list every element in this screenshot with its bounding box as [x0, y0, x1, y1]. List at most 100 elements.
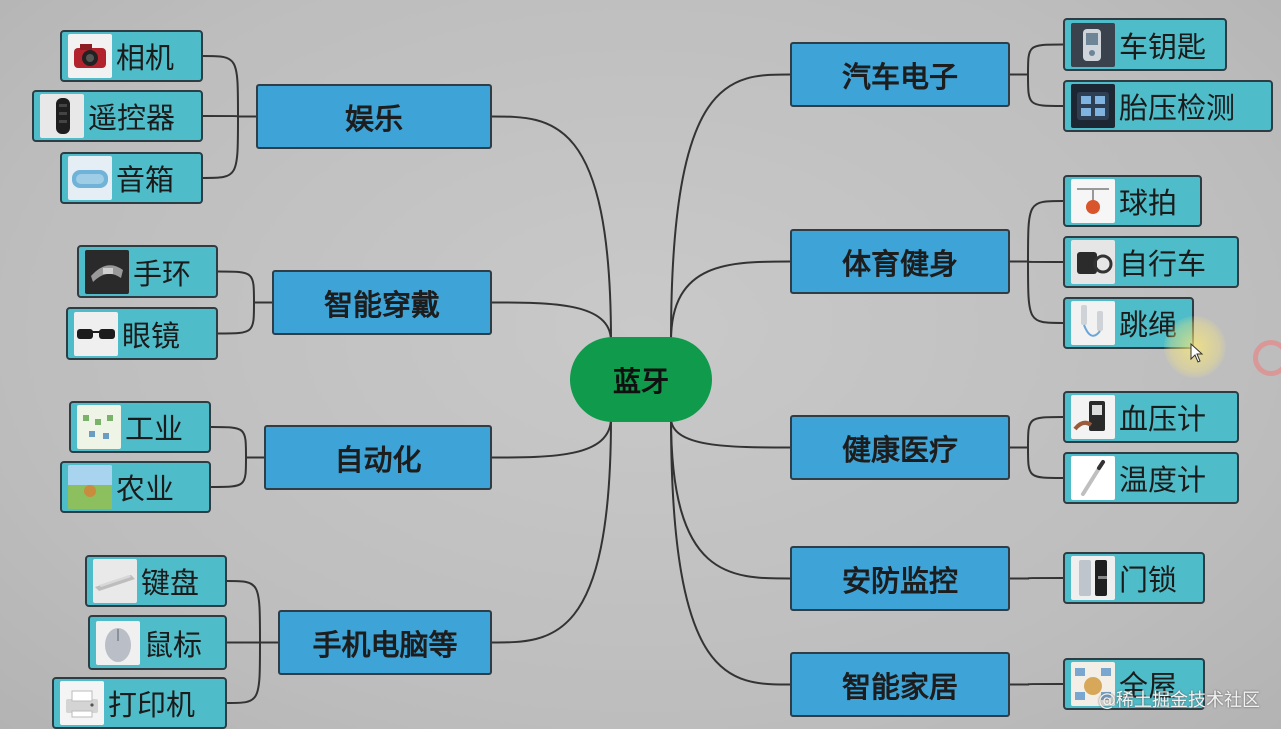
category-label: 安防监控 — [841, 563, 958, 598]
leaf-speaker[interactable]: 音箱 — [60, 152, 203, 204]
leaf-label: 车钥匙 — [1119, 29, 1207, 64]
connector-center-category — [491, 417, 612, 644]
leaf-wristband[interactable]: 手环 — [77, 245, 218, 298]
leaf-racket[interactable]: 球拍 — [1063, 175, 1202, 227]
leaf-industry[interactable]: 工业 — [69, 401, 211, 453]
connector-category-leaf — [1010, 43, 1064, 76]
connector-center-category — [491, 115, 612, 342]
jump-rope-icon — [1071, 301, 1115, 345]
leaf-label: 门锁 — [1119, 563, 1178, 597]
connector-category-leaf — [1010, 446, 1064, 479]
leaf-label: 工业 — [125, 412, 184, 446]
connector-category-leaf — [226, 580, 278, 644]
category-smart-home[interactable]: 智能家居 — [790, 652, 1010, 717]
whole-house-icon — [1071, 662, 1115, 706]
center-label: 蓝牙 — [612, 364, 669, 398]
leaf-thermometer[interactable]: 温度计 — [1063, 452, 1239, 504]
connector-category-leaf — [1010, 260, 1064, 324]
remote-control-icon — [40, 94, 84, 138]
category-label: 健康医疗 — [841, 432, 958, 467]
leaf-label: 球拍 — [1119, 186, 1178, 220]
blood-pressure-monitor-icon — [1071, 395, 1115, 439]
leaf-label: 农业 — [116, 472, 175, 506]
connector-category-leaf — [1010, 683, 1064, 686]
connector-category-leaf — [202, 115, 256, 179]
leaf-whole-house[interactable]: 全屋 — [1063, 658, 1205, 710]
watermark: @稀土掘金技术社区 — [1098, 690, 1260, 711]
leaf-label: 遥控器 — [88, 101, 176, 135]
category-automotive-electronics[interactable]: 汽车电子 — [790, 42, 1010, 107]
leaf-label: 温度计 — [1119, 463, 1207, 497]
leaf-camera[interactable]: 相机 — [60, 30, 203, 82]
category-smart-wearables[interactable]: 智能穿戴 — [272, 270, 492, 335]
glasses-icon — [74, 311, 118, 356]
connector-center-category — [670, 73, 791, 342]
leaf-label: 音箱 — [116, 163, 175, 197]
category-label: 手机电脑等 — [312, 627, 458, 662]
connector-category-leaf — [217, 301, 272, 335]
center-node-bluetooth[interactable]: 蓝牙 — [570, 337, 712, 422]
leaf-printer[interactable]: 打印机 — [52, 677, 227, 729]
car-key-icon — [1071, 22, 1115, 67]
connector-category-leaf — [217, 270, 272, 304]
leaf-label: 胎压检测 — [1119, 91, 1236, 125]
leaf-glasses[interactable]: 眼镜 — [66, 307, 218, 360]
bicycle-icon — [1071, 240, 1115, 284]
category-label: 智能家居 — [841, 669, 958, 704]
category-label: 智能穿戴 — [323, 287, 440, 322]
racket-icon — [1071, 179, 1115, 223]
category-sports-fitness[interactable]: 体育健身 — [790, 229, 1010, 294]
leaf-mouse[interactable]: 鼠标 — [88, 615, 227, 670]
leaf-bicycle[interactable]: 自行车 — [1063, 236, 1239, 288]
leaf-label: 全屋 — [1119, 669, 1178, 703]
connector-category-leaf — [1010, 200, 1064, 263]
connector-category-leaf — [1010, 577, 1064, 580]
category-automation[interactable]: 自动化 — [264, 425, 492, 490]
category-label: 娱乐 — [344, 101, 403, 136]
connector-category-leaf — [202, 55, 256, 118]
door-lock-icon — [1071, 556, 1115, 600]
leaf-agriculture[interactable]: 农业 — [60, 461, 211, 513]
speaker-icon — [68, 156, 112, 200]
leaf-label: 自行车 — [1119, 247, 1207, 281]
mouse-pointer-icon — [1190, 343, 1204, 363]
connector-category-leaf — [1010, 73, 1064, 107]
connector-category-leaf — [210, 426, 264, 459]
mouse-icon — [96, 620, 140, 665]
leaf-keyboard[interactable]: 键盘 — [85, 555, 227, 607]
connector-center-category — [670, 417, 791, 449]
leaf-blood-pressure-monitor[interactable]: 血压计 — [1063, 391, 1239, 443]
keyboard-icon — [93, 559, 137, 603]
camera-icon — [68, 34, 112, 78]
category-healthcare[interactable]: 健康医疗 — [790, 415, 1010, 480]
leaf-tire-pressure[interactable]: 胎压检测 — [1063, 80, 1273, 132]
leaf-label: 手环 — [133, 256, 192, 291]
leaf-label: 打印机 — [108, 688, 196, 722]
leaf-label: 相机 — [116, 41, 175, 75]
category-security-monitoring[interactable]: 安防监控 — [790, 546, 1010, 611]
connector-center-category — [670, 417, 791, 580]
leaf-label: 键盘 — [141, 566, 200, 600]
category-label: 汽车电子 — [841, 59, 958, 94]
category-label: 自动化 — [334, 442, 422, 477]
category-phones-computers[interactable]: 手机电脑等 — [278, 610, 492, 675]
connector-center-category — [491, 301, 612, 342]
category-entertainment[interactable]: 娱乐 — [256, 84, 492, 149]
agriculture-icon — [68, 465, 112, 509]
connector-center-category — [491, 417, 612, 459]
industry-icon — [77, 405, 121, 449]
thermometer-icon — [1071, 456, 1115, 500]
connector-category-leaf — [1010, 416, 1064, 449]
connector-category-leaf — [210, 456, 264, 488]
leaf-remote-control[interactable]: 遥控器 — [32, 90, 203, 142]
leaf-label: 眼镜 — [122, 318, 181, 353]
connector-center-category — [670, 417, 791, 686]
recording-indicator-icon — [1253, 340, 1281, 376]
leaf-car-key[interactable]: 车钥匙 — [1063, 18, 1227, 71]
connector-category-leaf — [226, 641, 278, 704]
wristband-icon — [85, 249, 129, 294]
category-label: 体育健身 — [841, 246, 958, 281]
leaf-door-lock[interactable]: 门锁 — [1063, 552, 1205, 604]
tire-pressure-icon — [1071, 84, 1115, 128]
